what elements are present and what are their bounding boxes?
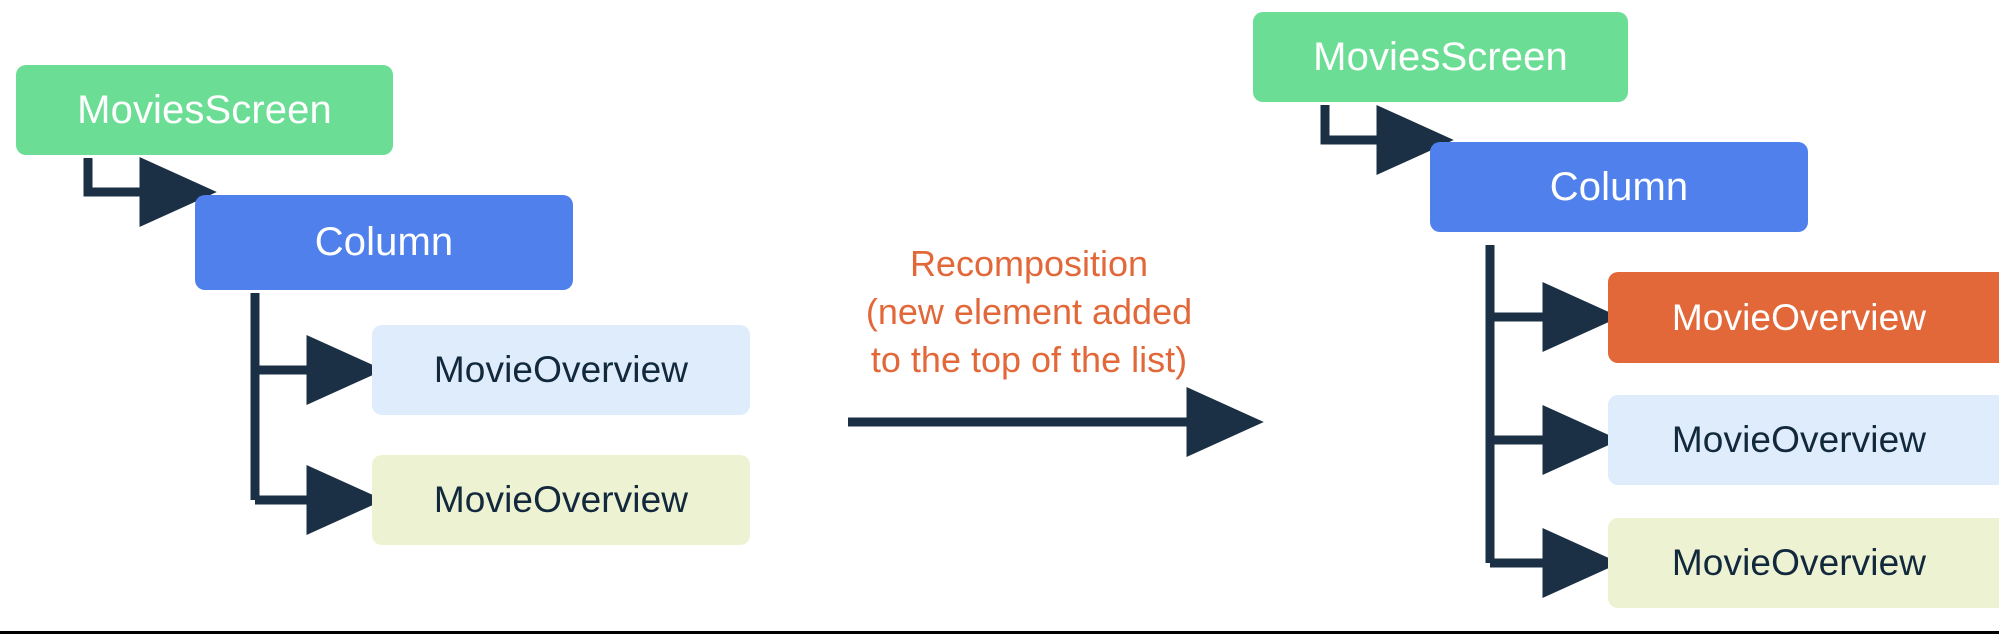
after-node-movie-overview-new-label: MovieOverview (1671, 296, 1927, 338)
bottom-divider (0, 631, 1999, 634)
before-node-column[interactable]: Column (195, 195, 573, 290)
before-node-movie-overview-1-label: MovieOverview (433, 349, 689, 390)
before-node-movie-overview-1[interactable]: MovieOverview (372, 325, 750, 415)
after-node-movies-screen-label: MoviesScreen (1313, 34, 1568, 79)
before-node-movies-screen[interactable]: MoviesScreen (16, 65, 393, 155)
after-node-movie-overview-3[interactable]: MovieOverview (1608, 518, 1999, 608)
recomposition-caption: Recomposition (new element added to the … (865, 243, 1193, 380)
connector-right-screen-to-column (1320, 104, 1454, 176)
after-node-movie-overview-new[interactable]: MovieOverview (1608, 272, 1999, 363)
before-node-movie-overview-2-label: MovieOverview (433, 479, 689, 520)
after-node-movie-overview-2[interactable]: MovieOverview (1608, 395, 1999, 485)
after-node-column-label: Column (1549, 164, 1689, 209)
before-node-column-label: Column (314, 220, 454, 264)
after-node-movie-overview-2-label: MovieOverview (1671, 419, 1927, 460)
before-node-movie-overview-2[interactable]: MovieOverview (372, 455, 750, 545)
after-node-column[interactable]: Column (1430, 142, 1808, 232)
connector-left-screen-to-column (83, 156, 217, 228)
after-node-movie-overview-3-label: MovieOverview (1671, 542, 1927, 583)
after-node-movies-screen[interactable]: MoviesScreen (1253, 12, 1628, 102)
before-node-movies-screen-label: MoviesScreen (77, 87, 332, 132)
